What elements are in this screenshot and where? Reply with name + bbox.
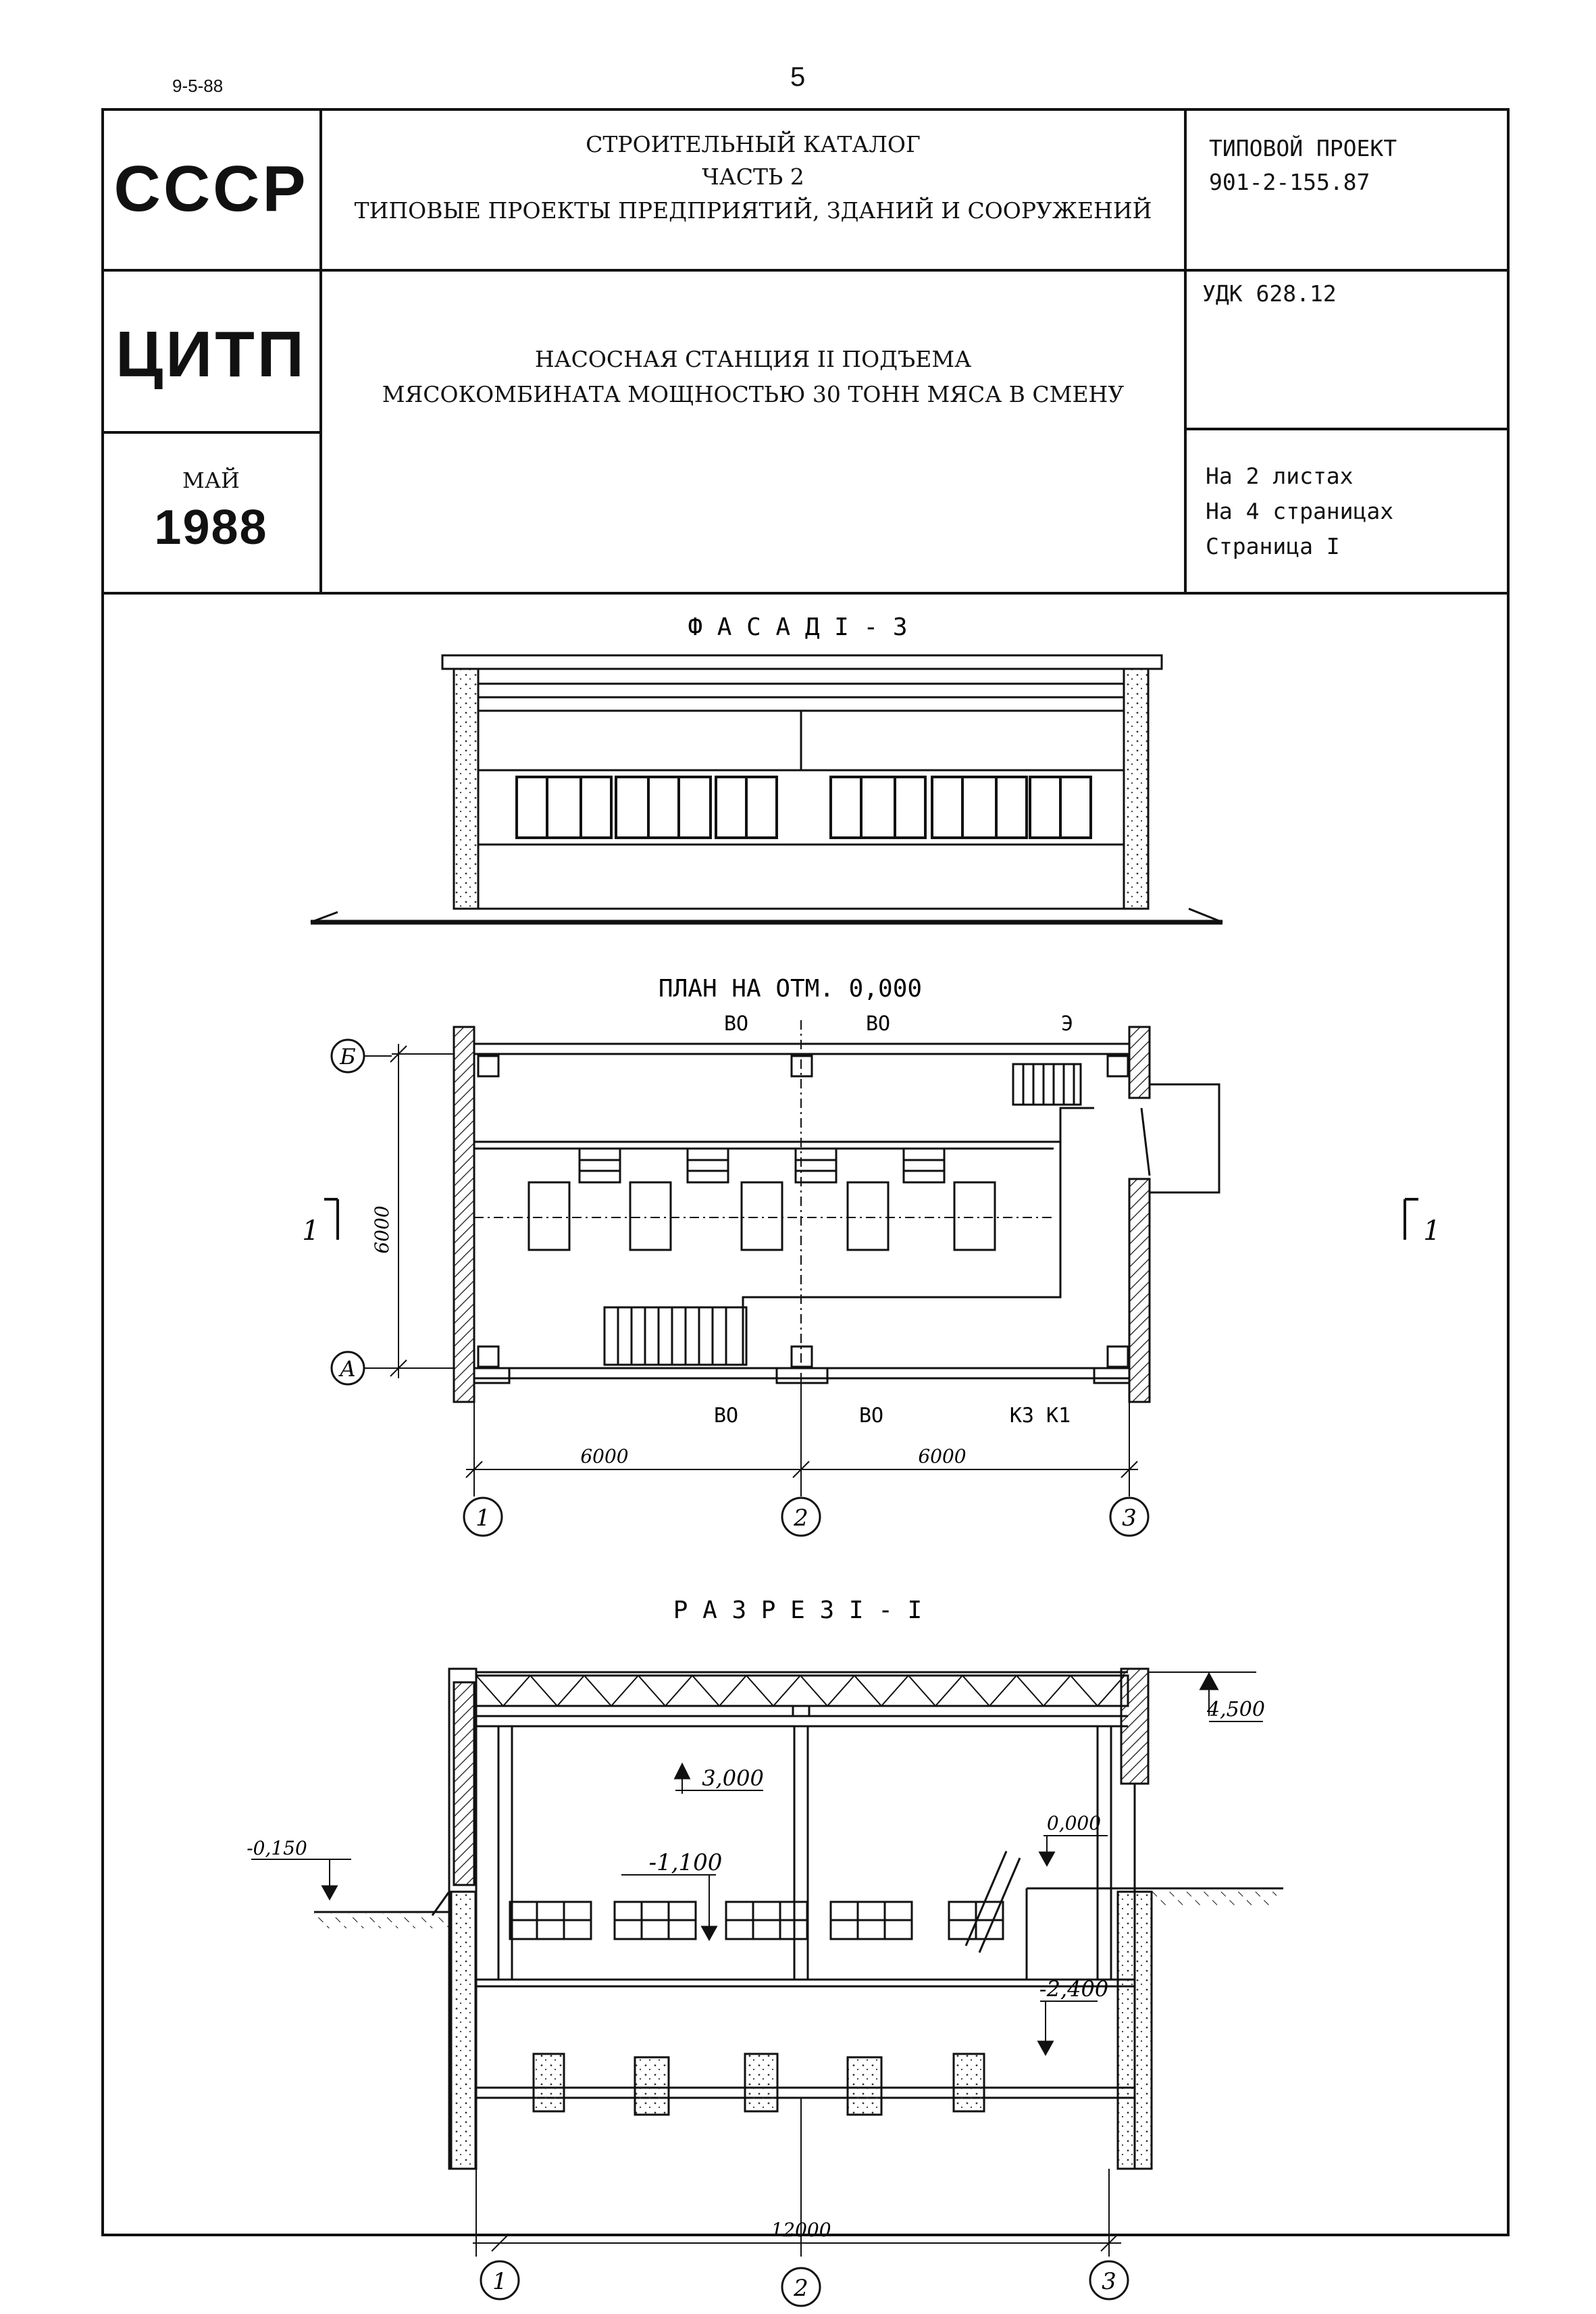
facade-title: Ф А С А Д I - 3 — [688, 613, 907, 641]
section-title: Р А З Р Е З I - I — [673, 1596, 922, 1624]
plan-dim-right: 6000 — [918, 1445, 966, 1467]
stamp-year: 1988 — [154, 501, 268, 555]
axis-2-label: 2 — [793, 1505, 808, 1532]
label-vo-top-right: ВО — [866, 1012, 890, 1036]
stamp-country: СССР — [113, 153, 309, 225]
section-axis-3: 3 — [1102, 2268, 1116, 2295]
drawing-frame — [101, 108, 1510, 2236]
catalog-line-1: СТРОИТЕЛЬНЫЙ КАТАЛОГ — [586, 131, 921, 157]
section-axis-2: 2 — [793, 2275, 808, 2302]
project-label: ТИПОВОЙ ПРОЕКТ — [1209, 135, 1397, 161]
axis-3-label: 3 — [1122, 1505, 1137, 1532]
stamp-month: МАЙ — [182, 468, 240, 493]
project-code: 901-2-155.87 — [1209, 169, 1370, 195]
axis-b-label: Б — [339, 1044, 356, 1070]
catalog-line-3: ТИПОВЫЕ ПРОЕКТЫ ПРЕДПРИЯТИЙ, ЗДАНИЙ И СО… — [354, 197, 1152, 224]
section-axis-1: 1 — [492, 2268, 507, 2295]
label-k3-k1: К3 К1 — [1010, 1404, 1071, 1428]
axis-1-label: 1 — [475, 1505, 490, 1532]
project-title-line-2: МЯСОКОМБИНАТА МОЩНОСТЬЮ 30 ТОНН МЯСА В С… — [382, 381, 1125, 407]
label-vo-top-left: ВО — [724, 1012, 748, 1036]
sheets-count: На 2 листах — [1206, 463, 1354, 489]
udk-code: УДК 628.12 — [1202, 280, 1337, 307]
level-4500: 4,500 — [1206, 1698, 1265, 1721]
axis-a-label: А — [338, 1356, 356, 1382]
current-page: Страница I — [1206, 533, 1340, 559]
stamp-org: ЦИТП — [115, 318, 307, 391]
label-e: Э — [1061, 1012, 1073, 1036]
section-mark-left: 1 — [302, 1215, 319, 1247]
sheet-date: 9-5-88 — [172, 76, 224, 96]
pages-count: На 4 страницах — [1206, 498, 1394, 524]
level-3000: 3,000 — [702, 1765, 764, 1791]
level-0000: 0,000 — [1047, 1812, 1101, 1834]
plan-drawing — [324, 1020, 1418, 1537]
plan-dim-left: 6000 — [580, 1445, 628, 1467]
level-minus-0150: -0,150 — [247, 1837, 307, 1859]
catalog-line-2: ЧАСТЬ 2 — [702, 164, 804, 190]
project-title-line-1: НАСОСНАЯ СТАНЦИЯ II ПОДЪЕМА — [534, 346, 972, 372]
facade-drawing — [310, 654, 1223, 925]
section-drawing — [251, 1667, 1283, 2307]
title-block — [101, 108, 1510, 595]
section-dim-12000: 12000 — [771, 2219, 831, 2241]
label-vo-bottom-right: ВО — [859, 1404, 883, 1428]
plan-dim-vertical: 6000 — [371, 1205, 393, 1253]
section-mark-right: 1 — [1423, 1215, 1440, 1247]
plan-title: ПЛАН НА ОТМ. 0,000 — [659, 975, 922, 1003]
page-number: 5 — [790, 62, 806, 92]
level-minus-2400: -2,400 — [1039, 1976, 1108, 2002]
label-vo-bottom-left: ВО — [714, 1404, 738, 1428]
level-minus-1100: -1,100 — [649, 1849, 723, 1876]
